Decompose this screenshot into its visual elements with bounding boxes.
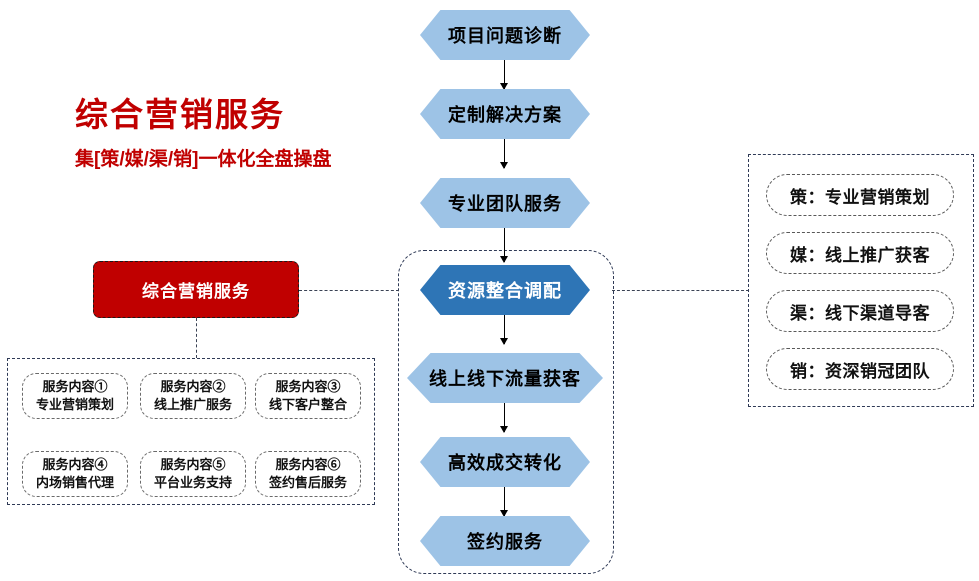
flow-node-label: 签约服务 — [467, 532, 543, 552]
flow-node-5[interactable]: 线上线下流量获客 — [407, 353, 603, 403]
service-card-title: 服务内容④ — [42, 457, 108, 473]
right-panel-item-4[interactable]: 销：资深销冠团队 — [766, 348, 954, 390]
flow-node-label: 线上线下流量获客 — [429, 369, 581, 389]
flow-node-7[interactable]: 签约服务 — [420, 516, 590, 566]
flow-node-6[interactable]: 高效成交转化 — [420, 437, 590, 487]
flow-group-container — [398, 250, 614, 574]
right-panel-item-1[interactable]: 策：专业营销策划 — [766, 174, 954, 216]
service-card-desc: 内场销售代理 — [35, 475, 114, 490]
services-container — [7, 358, 375, 505]
flow-arrow-4 — [500, 315, 508, 345]
connector-red-to-flow — [299, 290, 399, 291]
service-card-title: 服务内容① — [42, 379, 108, 395]
service-card-desc: 线上推广服务 — [153, 397, 232, 412]
flow-arrow-1 — [500, 60, 508, 90]
service-card-3[interactable]: 服务内容③ 线下客户整合 — [255, 373, 361, 419]
service-card-1[interactable]: 服务内容① 专业营销策划 — [22, 373, 128, 419]
service-card-2[interactable]: 服务内容② 线上推广服务 — [140, 373, 246, 419]
service-card-desc: 线下客户整合 — [268, 397, 347, 412]
right-panel-item-label: 销：资深销冠团队 — [790, 361, 930, 381]
flow-node-1[interactable]: 项目问题诊断 — [420, 10, 590, 60]
flow-node-label: 高效成交转化 — [448, 453, 562, 473]
page-title: 综合营销服务 — [75, 96, 285, 133]
flow-node-2[interactable]: 定制解决方案 — [420, 89, 590, 139]
right-panel-item-label: 媒：线上推广获客 — [790, 245, 930, 265]
flow-node-3[interactable]: 专业团队服务 — [420, 178, 590, 228]
service-card-title: 服务内容⑥ — [275, 457, 341, 473]
service-card-6[interactable]: 服务内容⑥ 签约售后服务 — [255, 451, 361, 497]
connector-flow-to-right-panel — [612, 290, 749, 291]
service-card-5[interactable]: 服务内容⑤ 平台业务支持 — [140, 451, 246, 497]
service-card-desc: 平台业务支持 — [153, 475, 232, 490]
service-card-desc: 专业营销策划 — [35, 397, 114, 412]
flow-node-label: 定制解决方案 — [448, 105, 562, 125]
flow-node-label: 资源整合调配 — [448, 281, 562, 301]
service-card-desc: 签约售后服务 — [268, 475, 347, 490]
service-card-title: 服务内容③ — [275, 379, 341, 395]
flow-arrow-3 — [500, 228, 508, 263]
flow-node-label: 专业团队服务 — [448, 194, 562, 214]
flow-node-4-highlighted[interactable]: 资源整合调配 — [420, 265, 590, 315]
service-card-4[interactable]: 服务内容④ 内场销售代理 — [22, 451, 128, 497]
flow-arrow-6 — [500, 487, 508, 517]
service-card-title: 服务内容⑤ — [160, 457, 226, 473]
page-subtitle: 集[策/媒/渠/销]一体化全盘操盘 — [75, 148, 332, 170]
right-panel-container — [748, 154, 974, 407]
comprehensive-marketing-label: 综合营销服务 — [142, 282, 250, 301]
right-panel-item-2[interactable]: 媒：线上推广获客 — [766, 232, 954, 274]
flow-arrow-2 — [500, 139, 508, 169]
right-panel-item-3[interactable]: 渠：线下渠道导客 — [766, 290, 954, 332]
comprehensive-marketing-card[interactable]: 综合营销服务 — [93, 261, 299, 318]
right-panel-item-label: 策：专业营销策划 — [790, 187, 930, 207]
headline-block: 综合营销服务 集[策/媒/渠/销]一体化全盘操盘 — [75, 96, 375, 171]
flow-arrow-5 — [500, 403, 508, 433]
flow-node-label: 项目问题诊断 — [448, 26, 562, 46]
connector-red-to-services — [196, 318, 197, 358]
right-panel-item-label: 渠：线下渠道导客 — [790, 303, 930, 323]
service-card-title: 服务内容② — [160, 379, 226, 395]
